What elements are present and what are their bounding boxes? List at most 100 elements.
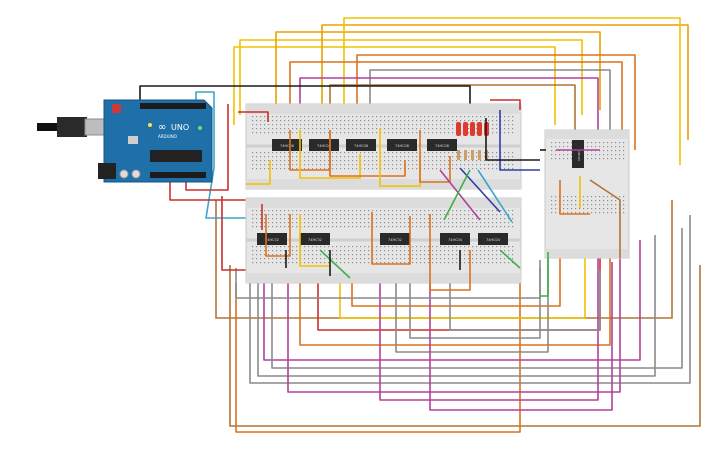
breadboard-hole	[432, 226, 434, 228]
breadboard-hole	[392, 258, 394, 260]
breadboard-hole	[276, 120, 278, 122]
breadboard-hole	[472, 246, 474, 248]
breadboard-hole	[555, 208, 557, 210]
breadboard-hole	[508, 226, 510, 228]
breadboard-hole	[456, 246, 458, 248]
breadboard-hole	[611, 150, 613, 152]
breadboard-hole	[316, 218, 318, 220]
breadboard-hole	[512, 214, 514, 216]
breadboard-hole	[276, 246, 278, 248]
breadboard-hole	[408, 168, 410, 170]
breadboard-hole	[468, 164, 470, 166]
breadboard-hole	[348, 160, 350, 162]
breadboard-hole	[412, 168, 414, 170]
breadboard-hole	[332, 164, 334, 166]
breadboard-hole	[356, 156, 358, 158]
breadboard-hole	[324, 152, 326, 154]
breadboard-hole	[480, 160, 482, 162]
breadboard-hole	[352, 164, 354, 166]
breadboard-hole	[408, 262, 410, 264]
breadboard-hole	[388, 132, 390, 134]
breadboard-hole	[384, 246, 386, 248]
breadboard-hole	[607, 200, 609, 202]
breadboard-hole	[468, 152, 470, 154]
breadboard-hole	[328, 120, 330, 122]
breadboard-hole	[460, 214, 462, 216]
breadboard-hole	[284, 152, 286, 154]
breadboard-hole	[400, 132, 402, 134]
breadboard-hole	[344, 258, 346, 260]
breadboard-hole	[392, 152, 394, 154]
breadboard-hole	[364, 152, 366, 154]
breadboard-hole	[368, 226, 370, 228]
breadboard-hole	[284, 164, 286, 166]
breadboard-hole	[504, 214, 506, 216]
breadboard-hole	[424, 116, 426, 118]
breadboard-hole	[464, 164, 466, 166]
breadboard-hole	[416, 214, 418, 216]
breadboard-hole	[436, 254, 438, 256]
breadboard-hole	[400, 226, 402, 228]
breadboard-hole	[316, 160, 318, 162]
breadboard-hole	[428, 160, 430, 162]
breadboard-hole	[372, 128, 374, 130]
breadboard-hole	[328, 152, 330, 154]
breadboard-hole	[292, 226, 294, 228]
breadboard-hole	[396, 250, 398, 252]
breadboard-hole	[392, 222, 394, 224]
breadboard-hole	[476, 128, 478, 130]
breadboard-hole	[252, 222, 254, 224]
breadboard-hole	[448, 222, 450, 224]
breadboard-hole	[316, 226, 318, 228]
breadboard-hole	[456, 156, 458, 158]
breadboard-hole	[368, 222, 370, 224]
breadboard-hole	[428, 258, 430, 260]
breadboard-hole	[344, 222, 346, 224]
breadboard-hole	[280, 132, 282, 134]
breadboard-hole	[364, 156, 366, 158]
breadboard-hole	[348, 152, 350, 154]
chip-8: 74HC32	[380, 233, 410, 245]
breadboard-hole	[304, 116, 306, 118]
breadboard-hole	[292, 254, 294, 256]
wire	[319, 249, 351, 279]
breadboard-hole	[468, 254, 470, 256]
breadboard-hole	[432, 128, 434, 130]
breadboard-hole	[432, 120, 434, 122]
breadboard-hole	[424, 168, 426, 170]
breadboard-hole	[396, 152, 398, 154]
breadboard-hole	[268, 168, 270, 170]
breadboard-hole	[312, 226, 314, 228]
breadboard-hole	[484, 258, 486, 260]
breadboard-hole	[264, 250, 266, 252]
breadboard-hole	[380, 258, 382, 260]
breadboard-hole	[304, 124, 306, 126]
breadboard-hole	[256, 222, 258, 224]
breadboard-hole	[555, 196, 557, 198]
breadboard-hole	[587, 196, 589, 198]
breadboard-hole	[296, 214, 298, 216]
reset-button[interactable]	[112, 104, 121, 113]
breadboard-hole	[508, 210, 510, 212]
breadboard-hole	[388, 156, 390, 158]
breadboard-hole	[400, 250, 402, 252]
wire	[221, 196, 246, 271]
breadboard-hole	[404, 116, 406, 118]
breadboard-hole	[252, 262, 254, 264]
breadboard-hole	[284, 250, 286, 252]
breadboard-hole	[388, 168, 390, 170]
breadboard-hole	[456, 218, 458, 220]
breadboard-hole	[599, 196, 601, 198]
breadboard-hole	[460, 164, 462, 166]
breadboard-hole	[512, 168, 514, 170]
breadboard-hole	[500, 226, 502, 228]
breadboard-hole	[492, 214, 494, 216]
breadboard-hole	[392, 116, 394, 118]
breadboard-hole	[388, 160, 390, 162]
breadboard-hole	[408, 164, 410, 166]
breadboard-hole	[264, 226, 266, 228]
breadboard-hole	[408, 214, 410, 216]
breadboard-hole	[352, 222, 354, 224]
breadboard-hole	[276, 218, 278, 220]
breadboard-hole	[623, 154, 625, 156]
